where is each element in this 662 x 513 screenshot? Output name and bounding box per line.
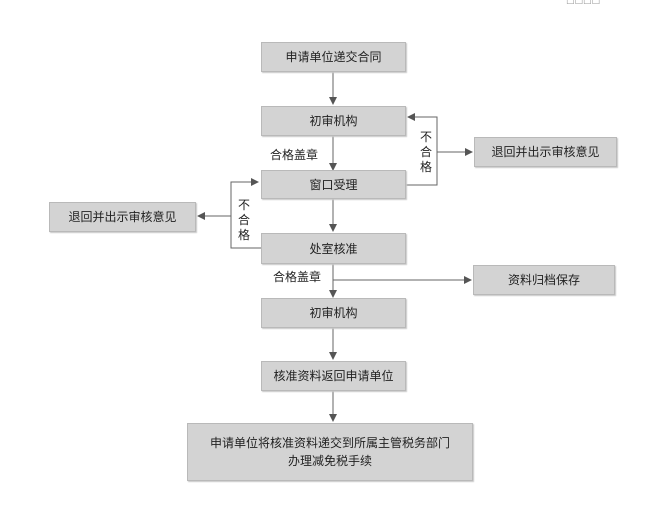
node-submit-tax-dept: 申请单位将核准资料递交到所属主管税务部门 办理减免税手续 [187,423,473,481]
node-archive: 资料归档保存 [473,265,615,295]
node-reject-right: 退回并出示审核意见 [474,137,617,167]
node-reject-left: 退回并出示审核意见 [49,202,196,232]
label-pass-2: 合格盖章 [273,270,322,284]
node-reject-left-label: 退回并出示审核意见 [68,210,177,224]
node-initial-review-2-label: 初审机构 [309,306,358,320]
node-initial-review-1: 初审机构 [261,106,406,136]
node-return-materials: 核准资料返回申请单位 [261,361,406,391]
label-fail-right-char: 格 [419,160,432,174]
label-fail-right: 不 合 格 [419,130,433,175]
arrow-fail-left-loop [230,178,261,249]
node-submit-contract-label: 申请单位递交合同 [285,50,382,64]
node-archive-label: 资料归档保存 [507,273,580,287]
node-window-accept: 窗口受理 [261,170,406,199]
node-return-materials-label: 核准资料返回申请单位 [273,369,394,383]
node-window-accept-label: 窗口受理 [309,177,358,192]
label-fail-right-char: 合 [419,145,432,159]
node-division-approve-label: 处室核准 [309,241,358,256]
node-division-approve: 处室核准 [261,233,406,264]
arrow-fail-right-loop [405,113,438,186]
label-fail-left-char: 合 [237,213,250,227]
corner-mark: □□□□ [566,0,601,6]
node-reject-right-label: 退回并出示审核意见 [491,145,600,159]
node-submit-contract: 申请单位递交合同 [261,42,406,72]
node-initial-review-1-label: 初审机构 [309,114,358,128]
label-fail-left-char: 不 [237,198,250,212]
node-initial-review-2: 初审机构 [261,298,406,328]
label-fail-left-char: 格 [237,228,250,242]
node-submit-tax-dept-line1: 申请单位将核准资料递交到所属主管税务部门 [209,436,450,450]
label-fail-left: 不 合 格 [237,198,251,243]
label-pass-1: 合格盖章 [270,148,319,162]
label-fail-right-char: 不 [419,130,432,144]
node-submit-tax-dept-line2: 办理减免税手续 [287,454,372,468]
